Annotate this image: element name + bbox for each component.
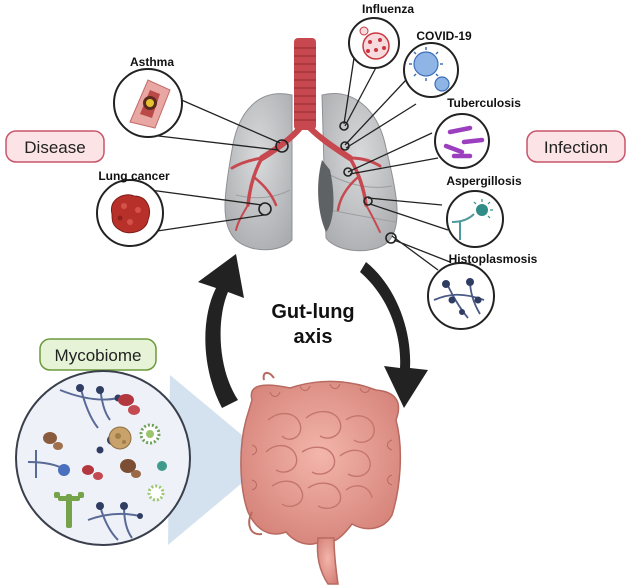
disease-tag: Disease [5, 130, 105, 163]
aspergillosis-label: Aspergillosis [446, 174, 522, 188]
down-arrow-icon [360, 262, 428, 408]
zoom-cone [168, 375, 248, 545]
virus-icon [359, 26, 390, 60]
lung-cancer-label: Lung cancer [98, 169, 170, 183]
infection-tag-text: Infection [544, 138, 608, 157]
mycobiome-tag-text: Mycobiome [55, 346, 142, 365]
covid-target-ring [340, 141, 350, 151]
covid-bubble: COVID-19 [403, 29, 472, 98]
airway-icon [129, 79, 171, 129]
bacteria-icon [443, 125, 485, 159]
mycobiome-inset [15, 370, 191, 546]
infection-tag: Infection [526, 130, 626, 163]
tuberculosis-bubble: Tuberculosis [434, 96, 521, 169]
axis-arrows [198, 254, 428, 408]
asthma-bubble: Asthma [113, 55, 183, 138]
intestine-icon [240, 372, 402, 585]
tuberculosis-target-ring [343, 167, 353, 177]
aspergillosis-target-ring [363, 196, 373, 206]
lung-cancer-target-ring [258, 202, 272, 216]
yeast-cells [43, 394, 141, 480]
fungus-icon [451, 199, 493, 240]
aspergillosis-bubble: Aspergillosis [446, 174, 522, 248]
mold-icon [54, 492, 84, 528]
up-arrow-icon [198, 254, 244, 408]
histoplasmosis-target-ring [385, 232, 397, 244]
histoplasmosis-label: Histoplasmosis [449, 252, 538, 266]
mycobiome-tag: Mycobiome [39, 338, 157, 371]
influenza-bubble: Influenza [348, 2, 414, 69]
disease-tag-text: Disease [24, 138, 85, 157]
covid-label: COVID-19 [416, 29, 472, 43]
axis-title-line2: axis [294, 326, 333, 348]
influenza-target-ring [339, 121, 349, 131]
tumor-icon [110, 194, 150, 234]
spore-icon [58, 423, 167, 502]
lungs-icon [224, 93, 398, 252]
asthma-label: Asthma [130, 55, 174, 69]
lung-cancer-bubble: Lung cancer [96, 169, 170, 247]
virus-icon [413, 51, 450, 92]
histoplasmosis-bubble: Histoplasmosis [427, 252, 538, 330]
asthma-target-ring [275, 139, 289, 153]
callout-lines [143, 57, 451, 271]
airway-tree [230, 38, 382, 233]
tuberculosis-label: Tuberculosis [447, 96, 521, 110]
influenza-label: Influenza [362, 2, 414, 16]
axis-title-line1: Gut-lung [271, 301, 354, 323]
